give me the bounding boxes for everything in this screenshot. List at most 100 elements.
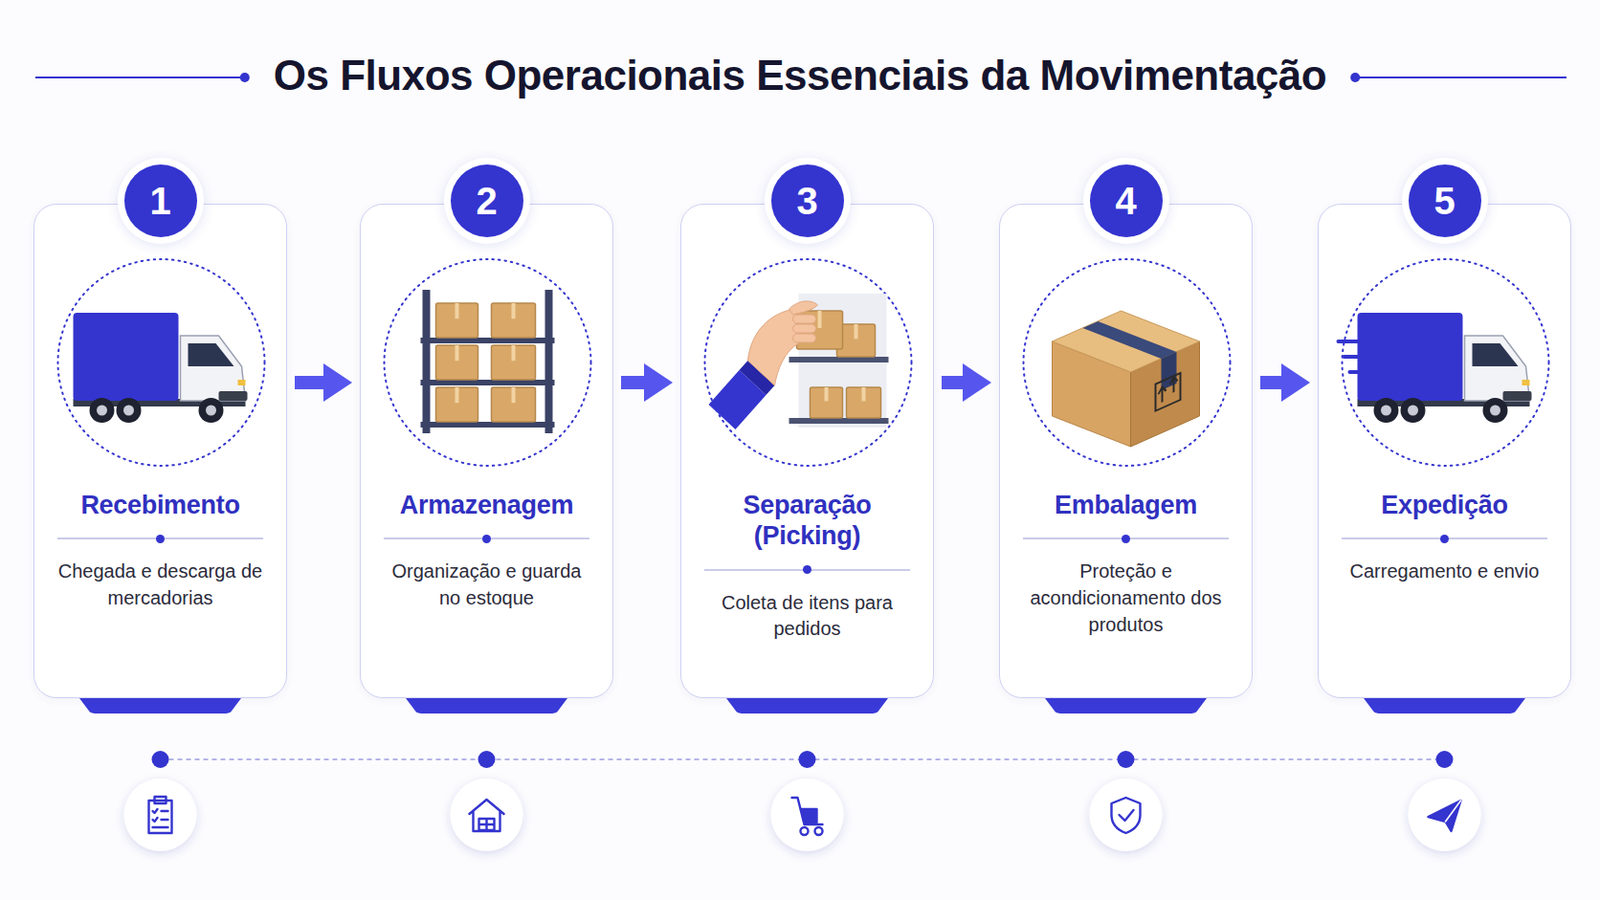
step-number: 3 bbox=[771, 164, 845, 238]
icon-circle bbox=[1408, 778, 1482, 852]
divider bbox=[1341, 537, 1548, 540]
divider-dot bbox=[155, 534, 165, 544]
step-description: Organização e guarda no estoque bbox=[380, 558, 594, 612]
carton-tape bbox=[511, 345, 516, 361]
flow-arrow bbox=[941, 376, 973, 390]
icon-stroke bbox=[153, 809, 169, 828]
carton-tape bbox=[455, 387, 460, 403]
illustration-group bbox=[1052, 311, 1200, 447]
process-card: 2ArmazenagemOrganização e guarda no esto… bbox=[359, 203, 614, 699]
icon-stroke bbox=[1445, 800, 1462, 823]
step-title: Armazenagem bbox=[377, 489, 596, 521]
process-card: 1RecebimentoChegada e descarga de mercad… bbox=[33, 203, 288, 699]
truck-cab bbox=[1465, 335, 1531, 401]
icon-stroke bbox=[801, 809, 818, 823]
card-body: Separação (Picking)Coleta de itens para … bbox=[681, 489, 934, 644]
title-rule-dot bbox=[1350, 72, 1360, 83]
step-title: Recebimento bbox=[51, 489, 269, 521]
icon-stroke bbox=[149, 800, 173, 834]
truck-cab bbox=[180, 335, 246, 401]
illustration bbox=[681, 204, 935, 521]
card-tab bbox=[725, 696, 890, 714]
carton bbox=[846, 387, 882, 419]
icon-circle bbox=[450, 778, 524, 852]
shelf-board bbox=[421, 337, 556, 344]
shelf-board bbox=[789, 418, 889, 424]
card-tab bbox=[404, 696, 570, 714]
box-top bbox=[1052, 311, 1200, 373]
process-card: 5ExpediçãoCarregamento e envio bbox=[1317, 203, 1572, 699]
truck-wheel bbox=[1483, 398, 1509, 423]
truck-cargo-box bbox=[73, 312, 179, 401]
icon-stroke bbox=[1428, 800, 1462, 832]
step-number: 2 bbox=[450, 164, 524, 238]
icon-stroke bbox=[792, 798, 823, 825]
truck-light bbox=[238, 379, 246, 386]
dotted-ring bbox=[1342, 259, 1550, 467]
step-number: 1 bbox=[124, 164, 198, 238]
step-title: Expedição bbox=[1335, 489, 1554, 521]
hand-thumb bbox=[789, 301, 819, 315]
carton bbox=[436, 387, 479, 423]
step-icon bbox=[450, 778, 524, 852]
fragile-mark bbox=[1155, 373, 1181, 412]
card-body: ArmazenagemOrganização e guarda no estoq… bbox=[360, 489, 613, 613]
step-title: Embalagem bbox=[1017, 489, 1235, 521]
illustration bbox=[34, 204, 289, 521]
truck-hub bbox=[123, 405, 134, 417]
title-text: Os Fluxos Operacionais Essenciais da Mov… bbox=[273, 51, 1327, 100]
truck-bumper bbox=[219, 391, 248, 401]
icon-stroke bbox=[479, 819, 495, 831]
title-rule-dot bbox=[240, 72, 250, 83]
divider-dot bbox=[802, 565, 812, 575]
divider-dot bbox=[1440, 534, 1449, 544]
truck-cargo-box bbox=[1357, 312, 1464, 401]
step-description: Coleta de itens para pedidos bbox=[701, 590, 914, 644]
title-area: Os Fluxos Operacionais Essenciais da Mov… bbox=[0, 51, 1600, 100]
icon-circle bbox=[1089, 778, 1163, 852]
carton-tape bbox=[862, 387, 867, 401]
divider-dot bbox=[1121, 534, 1131, 544]
icon-stroke bbox=[155, 797, 167, 804]
divider bbox=[57, 537, 264, 540]
timeline-dot bbox=[1436, 751, 1454, 769]
truck-window bbox=[188, 343, 235, 367]
carton-tape bbox=[818, 311, 823, 329]
flow-arrow bbox=[294, 376, 334, 390]
divider bbox=[704, 569, 911, 572]
icon-wheel bbox=[815, 827, 823, 836]
carton bbox=[491, 387, 536, 423]
icon-wheel bbox=[800, 827, 809, 836]
truck-window bbox=[1472, 343, 1519, 367]
card-tab bbox=[1362, 696, 1528, 714]
up-arrows bbox=[1158, 375, 1178, 404]
truck-hub bbox=[1489, 405, 1501, 417]
step-number: 5 bbox=[1408, 164, 1482, 238]
card-body: RecebimentoChegada e descarga de mercado… bbox=[34, 489, 287, 613]
illustration bbox=[360, 204, 615, 521]
carton bbox=[810, 387, 844, 419]
hand-finger bbox=[793, 314, 817, 324]
timeline-dot bbox=[799, 751, 817, 769]
truck-bumper bbox=[1503, 391, 1533, 401]
step-icon bbox=[124, 778, 198, 852]
step-number: 4 bbox=[1089, 164, 1163, 238]
truck-hub bbox=[205, 405, 217, 417]
divider-dot bbox=[482, 534, 491, 544]
step-icon bbox=[1408, 778, 1482, 852]
step-icon bbox=[1089, 778, 1163, 852]
truck-light bbox=[1522, 379, 1531, 386]
truck-hub bbox=[1407, 405, 1419, 417]
carton bbox=[491, 303, 536, 338]
card-tab bbox=[78, 696, 244, 714]
hand-finger bbox=[793, 324, 817, 334]
illustration-group bbox=[1338, 312, 1533, 423]
step-description: Proteção e acondicionamento dos produtos bbox=[1020, 558, 1233, 639]
carton-tape bbox=[455, 303, 460, 319]
card-body: ExpediçãoCarregamento e envio bbox=[1318, 489, 1571, 586]
icon-stroke bbox=[1119, 810, 1134, 822]
carton-tape bbox=[511, 387, 516, 403]
flow-arrow bbox=[621, 376, 654, 390]
truck-wheel bbox=[89, 398, 115, 423]
process-card: 4EmbalagemProteção e acondicionamento do… bbox=[999, 203, 1253, 699]
